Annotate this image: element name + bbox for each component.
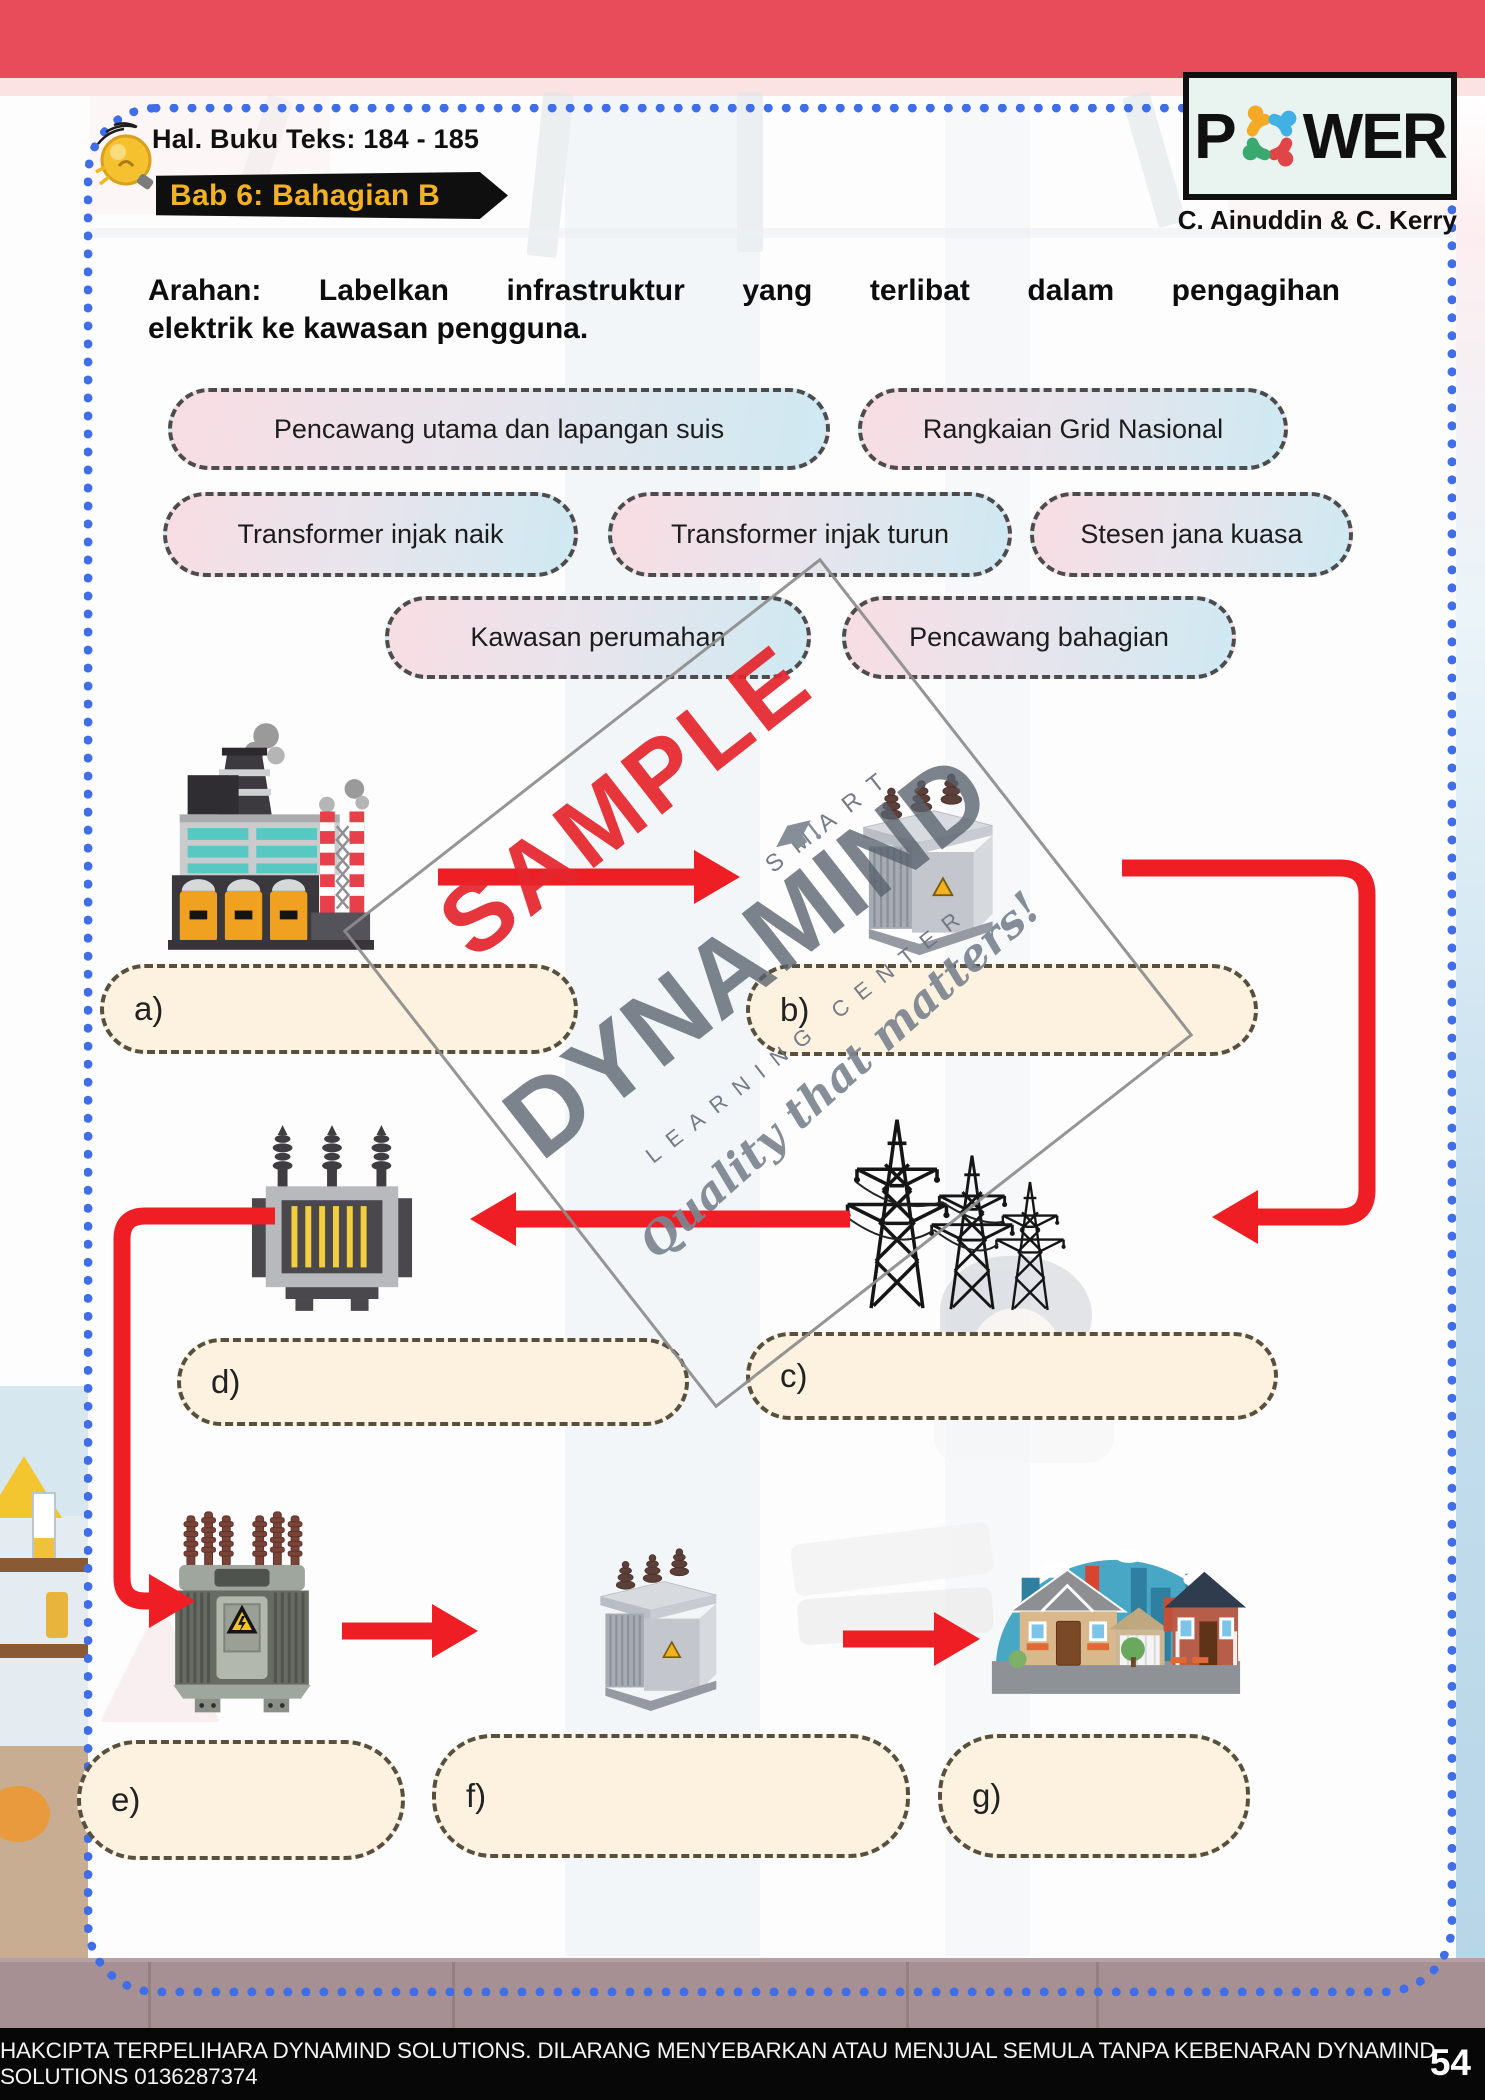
word-bank-item-rangkaian-grid[interactable]: Rangkaian Grid Nasional	[858, 388, 1288, 470]
right-margin-illustration	[1456, 96, 1485, 1958]
answer-blank-b[interactable]: b)	[746, 964, 1258, 1056]
answer-blank-d[interactable]: d)	[177, 1338, 689, 1426]
logo-letters-wer: WER	[1302, 100, 1448, 172]
answer-blank-a[interactable]: a)	[100, 964, 578, 1054]
answer-blank-g[interactable]: g)	[938, 1734, 1250, 1858]
word-bank-item-kawasan-perumahan[interactable]: Kawasan perumahan	[385, 596, 811, 679]
distribution-substation-illustration	[600, 1548, 717, 1711]
bg-wall-line	[90, 228, 1450, 238]
answer-blank-e[interactable]: e)	[77, 1740, 405, 1860]
chapter-badge: Bab 6: Bahagian B	[156, 172, 508, 219]
instruction-line-1: Arahan: Labelkan infrastruktur yang terl…	[148, 274, 1340, 307]
lightbulb-icon	[95, 122, 154, 190]
answer-blank-f[interactable]: f)	[432, 1734, 910, 1858]
page-dashed-border	[84, 104, 1456, 1996]
power-logo: P WER	[1183, 72, 1457, 200]
top-pink-strip	[0, 78, 1485, 96]
people-circle-icon	[1242, 105, 1297, 167]
power-station-illustration	[168, 723, 374, 950]
chapter-badge-label: Bab 6: Bahagian B	[170, 178, 441, 212]
word-bank-item-transformer-injak-turun[interactable]: Transformer injak turun	[608, 492, 1012, 577]
word-bank-item-transformer-injak-naik[interactable]: Transformer injak naik	[163, 492, 578, 577]
answer-blank-c[interactable]: c)	[746, 1332, 1278, 1420]
logo-letter-p: P	[1194, 100, 1237, 172]
national-grid-pylons-illustration	[842, 1118, 1067, 1312]
word-bank-item-stesen-jana-kuasa[interactable]: Stesen jana kuasa	[1030, 492, 1353, 577]
instruction-text: Arahan: Labelkan infrastruktur yang terl…	[148, 272, 1340, 348]
textbook-page-reference: Hal. Buku Teks: 184 - 185	[152, 124, 480, 154]
copyright-text: HAKCIPTA TERPELIHARA DYNAMIND SOLUTIONS.…	[0, 2038, 1436, 2089]
page-number: 54	[1429, 2042, 1471, 2083]
housing-area-illustration	[991, 1548, 1247, 1694]
instruction-line-2: elektrik ke kawasan pengguna.	[148, 312, 589, 345]
footer-bar: HAKCIPTA TERPELIHARA DYNAMIND SOLUTIONS.…	[0, 2028, 1485, 2100]
top-red-banner	[0, 0, 1485, 78]
step-down-transformer-illustration	[173, 1511, 311, 1713]
authors-credit: C. Ainuddin & C. Kerry	[1177, 205, 1457, 235]
main-substation-transformer-illustration	[251, 1125, 413, 1311]
word-bank-item-pencawang-bahagian[interactable]: Pencawang bahagian	[842, 596, 1236, 679]
step-up-transformer-illustration	[863, 773, 993, 956]
left-margin-illustration	[0, 96, 88, 1958]
word-bank-item-pencawang-utama[interactable]: Pencawang utama dan lapangan suis	[168, 388, 830, 470]
